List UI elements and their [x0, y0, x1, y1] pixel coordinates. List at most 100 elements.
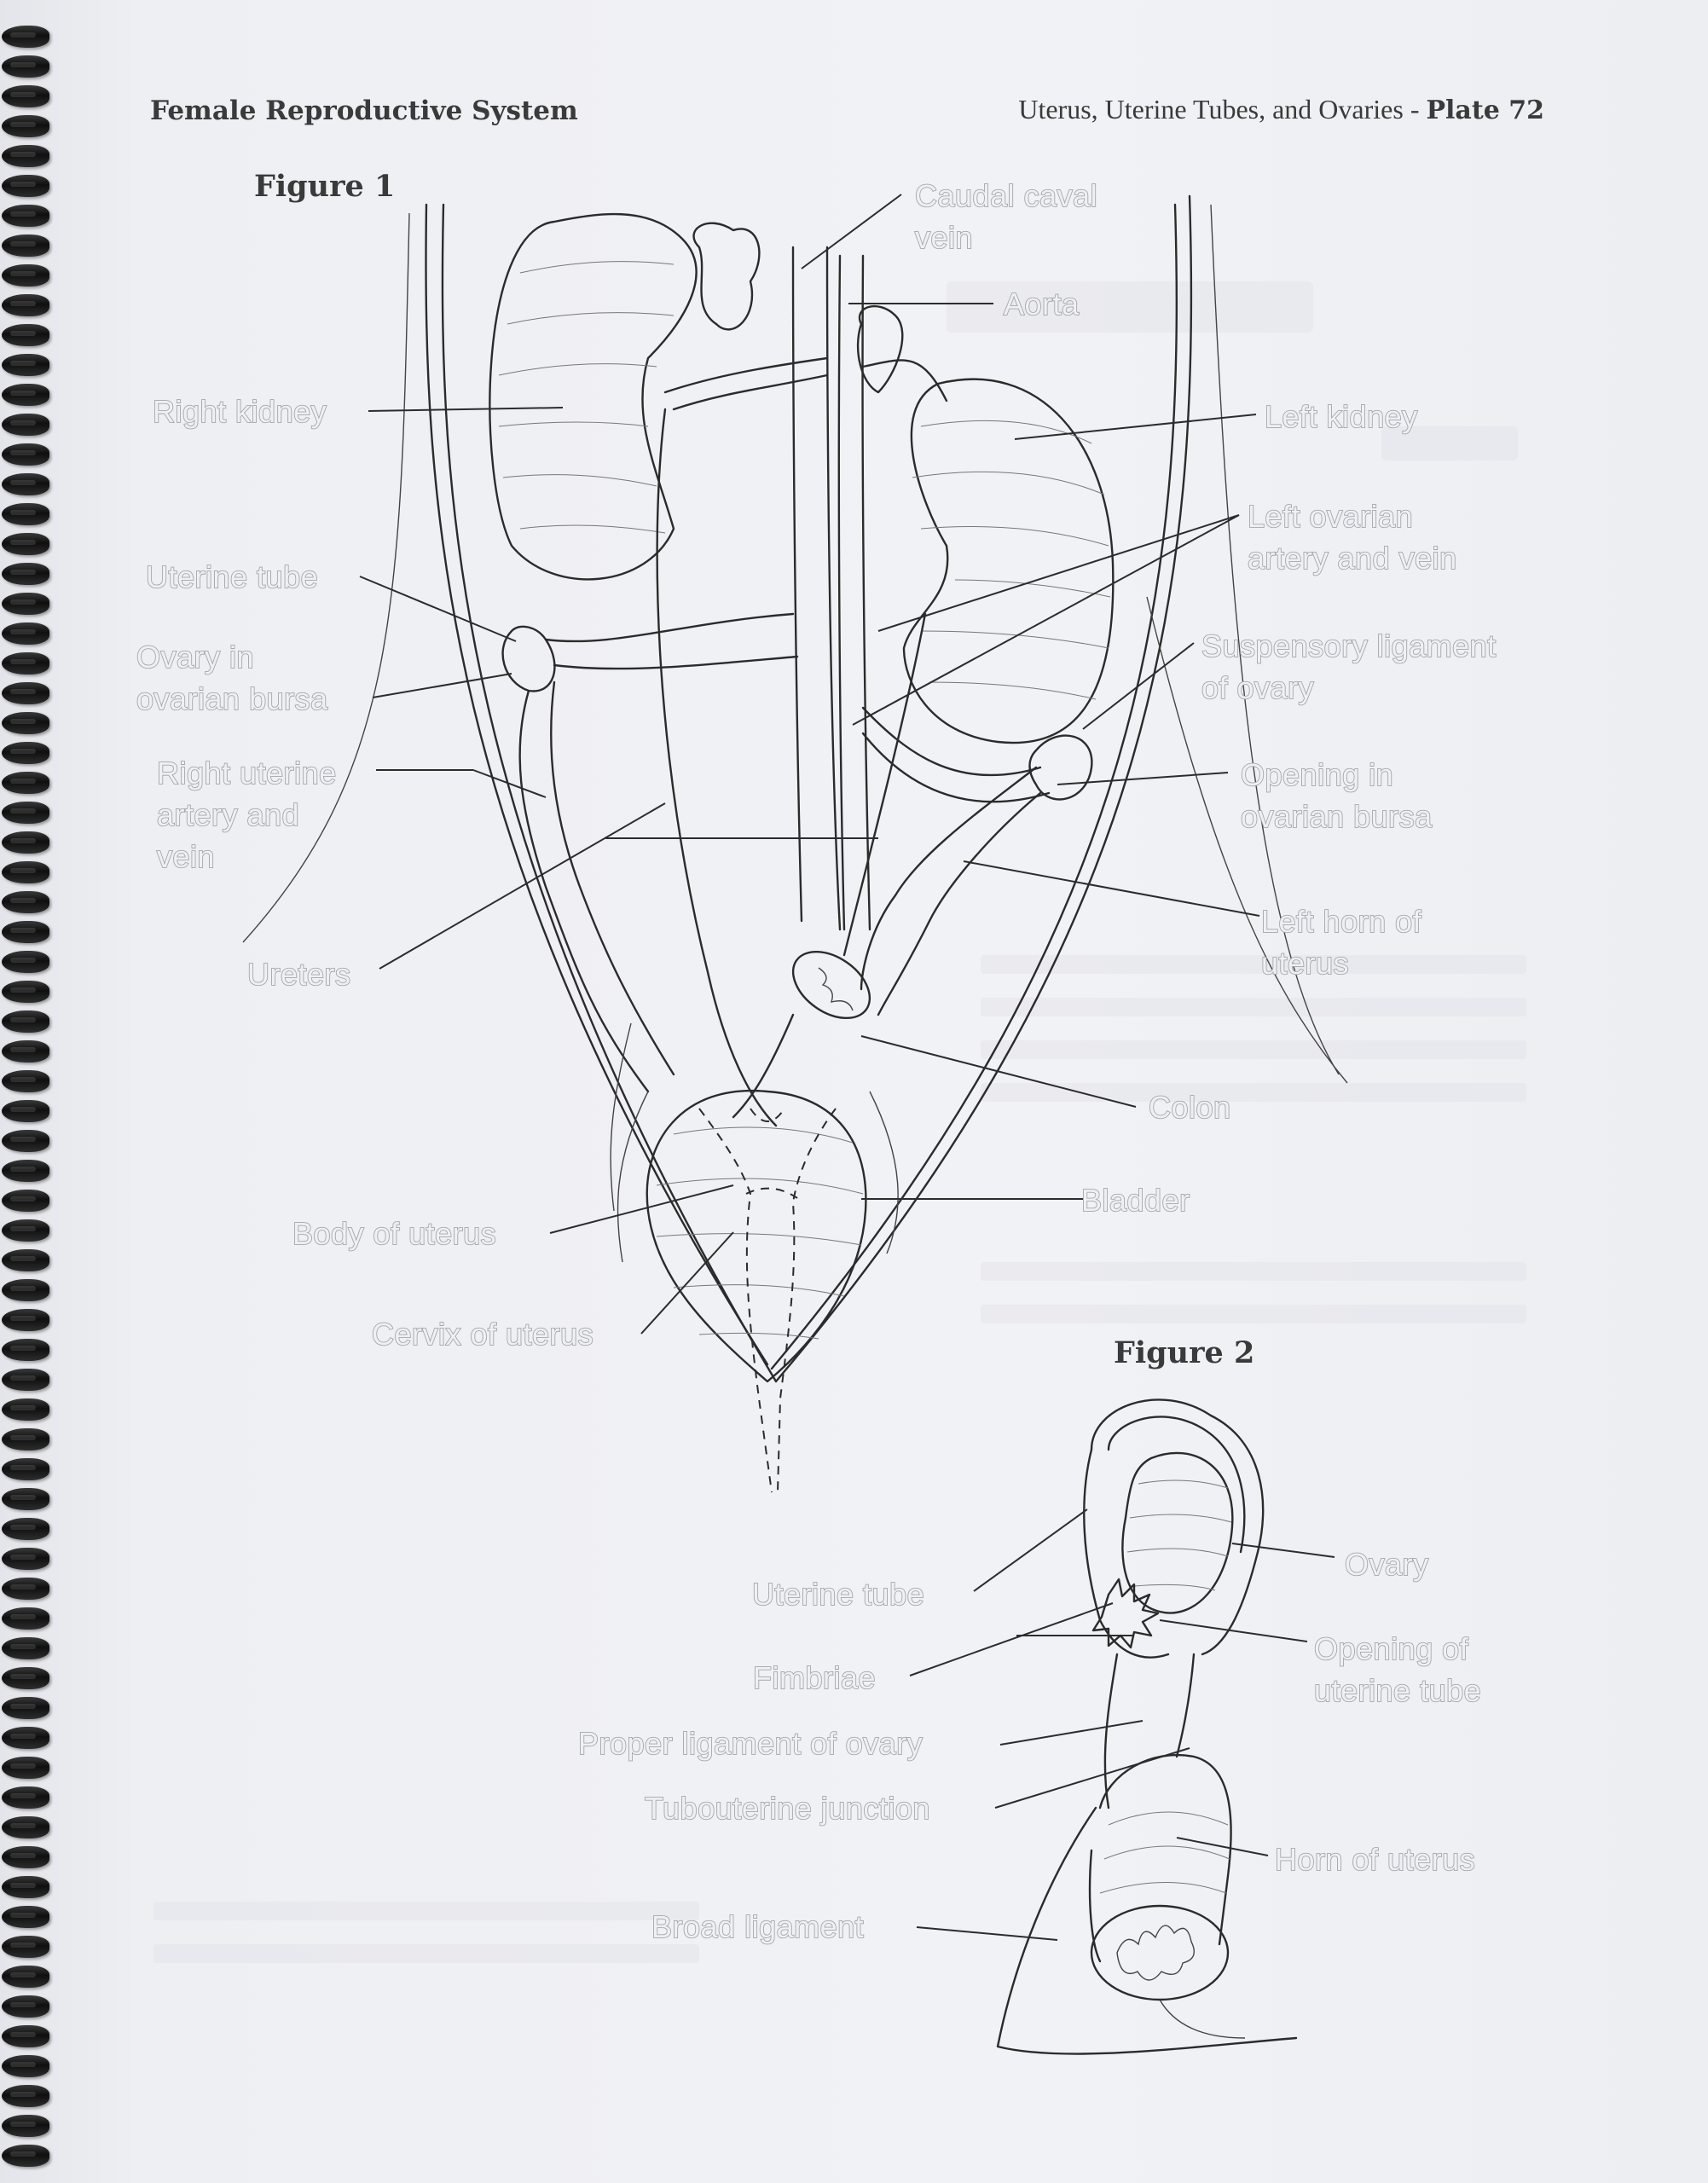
figure-2-title: Figure 2	[1114, 1335, 1255, 1370]
broad-ligament-drawing	[996, 1806, 1298, 2055]
right-ovarian-vessels	[544, 612, 795, 643]
binding-coil	[2, 503, 49, 525]
binding-coil	[2, 1727, 49, 1749]
binding-coil	[2, 2145, 49, 2167]
left-ureter	[842, 612, 927, 957]
right-kidney-drawing	[489, 212, 698, 581]
horn-cross-section	[1090, 1904, 1230, 2001]
binding-coil	[2, 2085, 49, 2107]
label-suspensory-line1: Suspensory ligament	[1201, 628, 1497, 663]
binding-coil	[2, 622, 49, 645]
right-adrenal	[692, 222, 761, 331]
binding-coil	[2, 1249, 49, 1271]
left-uterine-horn-bottom	[877, 791, 1042, 1016]
binding-coil	[2, 175, 49, 197]
label-colon: Colon	[1149, 1090, 1231, 1125]
label-ovary: Ovary	[1345, 1547, 1429, 1582]
proper-ligament-left	[1103, 1653, 1119, 1810]
left-body-wall	[425, 203, 769, 1366]
section-title: Female Reproductive System	[150, 96, 578, 126]
left-body-wall-inner	[441, 203, 778, 1383]
label-ureters: Ureters	[247, 957, 351, 992]
caudal-caval-vein-left-edge	[791, 246, 803, 923]
binding-coil	[2, 742, 49, 764]
label-caudal-caval-vein-line2: vein	[915, 220, 973, 255]
figure-1-title: Figure 1	[254, 169, 396, 204]
binding-coil	[2, 1548, 49, 1570]
binding-coil	[2, 1160, 49, 1182]
binding-coil	[2, 1995, 49, 2018]
binding-coil	[2, 712, 49, 734]
label-opening-tube-line1: Opening of	[1314, 1631, 1469, 1666]
binding-coil	[2, 1876, 49, 1898]
left-ovarian-vessels	[861, 706, 1042, 777]
label-opening-bursa-line1: Opening in	[1241, 757, 1393, 792]
binding-coil	[2, 921, 49, 943]
right-uterine-horn-left	[518, 689, 650, 1093]
binding-coil	[2, 2115, 49, 2137]
label-broad-ligament: Broad ligament	[651, 1909, 864, 1944]
binding-coil	[2, 563, 49, 585]
binding-coil	[2, 1966, 49, 1988]
figure-1-drawing	[242, 194, 1348, 1493]
binding-coil	[2, 682, 49, 704]
figure-2-labels: Ovary Uterine tube Opening of uterine tu…	[577, 1546, 1481, 1945]
aorta-right-edge	[861, 254, 871, 931]
label-fimbriae: Fimbriae	[753, 1660, 876, 1695]
label-horn-of-uterus: Horn of uterus	[1275, 1842, 1475, 1877]
figure-2-drawing	[996, 1398, 1298, 2055]
binding-coil	[2, 354, 49, 376]
binding-coil	[2, 1458, 49, 1480]
binding-coil	[2, 1518, 49, 1540]
binding-coil	[2, 235, 49, 257]
label-proper-ligament: Proper ligament of ovary	[578, 1726, 923, 1761]
binding-coil	[2, 1309, 49, 1331]
binding-coil	[2, 1488, 49, 1510]
show-through-shadow	[153, 281, 1526, 1963]
binding-coil	[2, 1906, 49, 1928]
left-uterine-horn-top	[860, 766, 1038, 991]
binding-coil	[2, 384, 49, 406]
fimbriae-drawing	[1091, 1578, 1160, 1649]
binding-coil	[2, 443, 49, 466]
label-suspensory-line2: of ovary	[1201, 670, 1314, 705]
right-ovary	[501, 625, 556, 692]
binding-coil	[2, 26, 49, 48]
label-right-kidney: Right kidney	[153, 394, 327, 429]
binding-coil	[2, 1279, 49, 1301]
label-cervix-of-uterus: Cervix of uterus	[372, 1317, 593, 1352]
uterus-body-outline-left	[698, 1108, 773, 1493]
label-left-kidney: Left kidney	[1265, 399, 1418, 434]
binding-coil	[2, 831, 49, 854]
binding-coil	[2, 802, 49, 824]
right-body-wall	[774, 194, 1193, 1383]
binding-coil	[2, 1816, 49, 1838]
binding-coil	[2, 2025, 49, 2047]
label-right-uterine-line1: Right uterine	[157, 756, 337, 790]
aorta-left-edge	[837, 254, 846, 931]
plate-title: Uterus, Uterine Tubes, and Ovaries - Pla…	[1018, 94, 1544, 125]
topic-title: Uterus, Uterine Tubes, and Ovaries -	[1018, 94, 1427, 124]
binding-coil	[2, 1010, 49, 1033]
label-right-uterine-line2: artery and	[157, 797, 299, 832]
binding-coil	[2, 593, 49, 615]
spiral-binding	[0, 26, 60, 2174]
binding-coil	[2, 1757, 49, 1779]
uterus-body-outline-right	[777, 1108, 837, 1493]
colon-cross-section	[791, 950, 871, 1020]
binding-coil	[2, 1936, 49, 1958]
right-flank-line	[1210, 204, 1340, 1075]
right-uterine-horn-right	[550, 680, 675, 1076]
left-kidney-drawing	[902, 378, 1115, 744]
leader-lines	[359, 194, 1335, 1941]
right-renal-vessel	[663, 356, 829, 394]
binding-coil	[2, 1339, 49, 1361]
ovary-drawing	[1121, 1451, 1234, 1614]
binding-coil	[2, 205, 49, 227]
binding-coil	[2, 861, 49, 883]
binding-coil	[2, 115, 49, 137]
bladder-drawing	[646, 1089, 867, 1383]
binding-coil	[2, 533, 49, 555]
